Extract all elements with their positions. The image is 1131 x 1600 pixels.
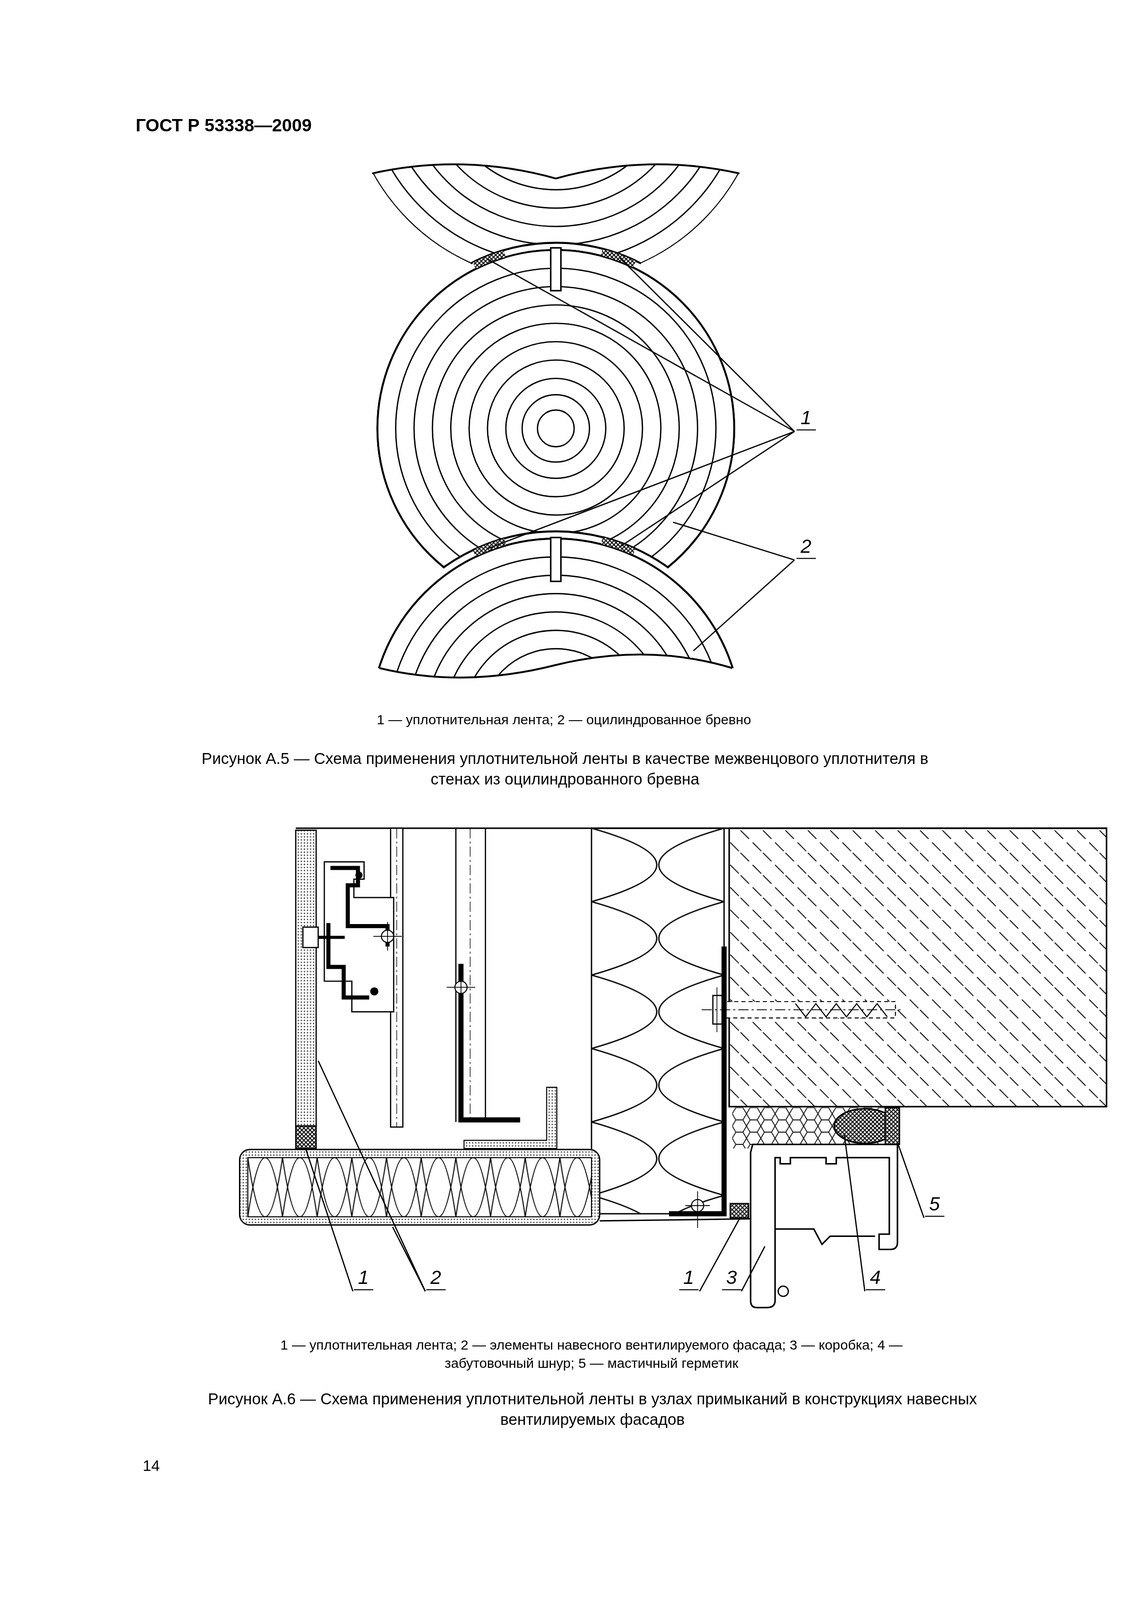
page-number: 14: [142, 1456, 160, 1475]
cladding-panel: [239, 1149, 600, 1225]
insulation: [591, 828, 725, 1214]
subframe-profile: [302, 861, 394, 1012]
callout-number: 5: [924, 1193, 945, 1217]
frame-profile: [778, 1286, 789, 1297]
callout-number: 2: [426, 1266, 446, 1290]
figure-caption: Рисунок А.5 — Схема применения уплотните…: [187, 748, 943, 789]
break-line: [372, 164, 740, 179]
upper-log: [346, 0, 765, 282]
figure-caption: Рисунок А.6 — Схема применения уплотните…: [194, 1389, 991, 1430]
sealing-tapes: [474, 252, 635, 554]
break-line: [379, 654, 733, 678]
callout-number: 3: [721, 1266, 742, 1290]
callout-number: 2: [796, 535, 816, 559]
frame-profile: [775, 1229, 876, 1245]
middle-log: [377, 249, 735, 608]
sealing-tape: [730, 1203, 749, 1218]
kerf-slot: [550, 247, 561, 291]
bracket: [669, 946, 725, 1214]
callout-number: 1: [679, 1266, 699, 1290]
callout-number: 1: [353, 1266, 374, 1290]
sealing-tape: [295, 1125, 317, 1149]
cladding-panel: [295, 830, 317, 1126]
break-line: [295, 827, 1107, 829]
rails: [390, 828, 486, 1127]
concrete-wall: [729, 828, 1107, 1107]
edge-line: [599, 1218, 751, 1221]
mastic-sealant: [885, 1107, 900, 1145]
insulation: [247, 1157, 592, 1217]
screw: [685, 1191, 711, 1229]
leader-lines: [306, 1060, 924, 1292]
callout-number: 1: [796, 406, 816, 431]
page-header: ГОСТ Р 53338—2009: [135, 114, 312, 137]
leader-lines: [487, 258, 795, 651]
fastener-symbols: [373, 922, 476, 1002]
window-frame: [750, 1144, 898, 1308]
anchor-dowel: [701, 987, 902, 1033]
figure-legend: 1 — уплотнительная лента; 2 — оцилиндров…: [207, 710, 921, 730]
kerf-slot: [550, 537, 561, 582]
figure-legend: 1 — уплотнительная лента; 2 — элементы н…: [239, 1335, 944, 1373]
callout-number: 4: [866, 1266, 886, 1290]
